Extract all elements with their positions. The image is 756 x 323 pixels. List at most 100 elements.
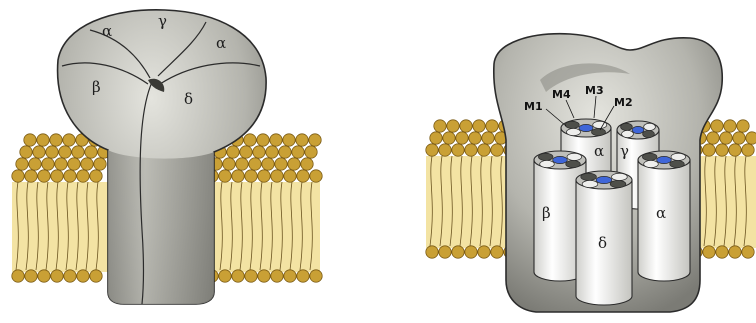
lipid-head (465, 144, 477, 156)
lipid-head (232, 270, 244, 282)
lipid-head (491, 246, 503, 258)
lipid-head (703, 144, 715, 156)
helix-segment (566, 160, 581, 167)
lipid-head (486, 120, 498, 132)
lipid-head (742, 246, 754, 258)
helix-m4-segment (582, 180, 598, 187)
lipid-head (64, 170, 76, 182)
lipid-head (456, 132, 468, 144)
helix-m3-segment (644, 123, 656, 130)
lipid-head (703, 246, 715, 258)
lipid-head (275, 158, 287, 170)
lipid-head (64, 270, 76, 282)
lipid-head (439, 246, 451, 258)
lipid-head (12, 170, 24, 182)
helix-segment (610, 180, 626, 187)
lipid-head (77, 270, 89, 282)
lipid-head (292, 146, 304, 158)
stalk-shade (108, 150, 214, 304)
lipid-head (716, 144, 728, 156)
helix-m4-segment (644, 160, 659, 167)
lipid-head (297, 170, 309, 182)
lipid-head (257, 134, 269, 146)
lipid-head (258, 170, 270, 182)
lipid-head (16, 158, 28, 170)
right-panel: M1 M4 M3 M2 α γ β δ α (426, 34, 756, 312)
helix-m3-segment (671, 153, 686, 160)
membrane-left-b (206, 134, 322, 282)
helix-m2-segment (657, 156, 672, 163)
lipid-head (33, 146, 45, 158)
lipid-head (478, 144, 490, 156)
cyl-label-gamma: γ (620, 142, 629, 160)
lipid-head (223, 158, 235, 170)
lipid-head (430, 132, 442, 144)
helix-segment (670, 160, 685, 167)
helix-m1-segment (581, 173, 597, 180)
cyl-label-alpha-back: α (594, 142, 604, 160)
lipid-head (733, 132, 745, 144)
lipid-head (249, 158, 261, 170)
lipid-head (452, 144, 464, 156)
lipid-head (20, 146, 32, 158)
lipid-head (297, 270, 309, 282)
lipid-head (90, 170, 102, 182)
lipid-head (716, 246, 728, 258)
lipid-head (42, 158, 54, 170)
lipid-head (245, 270, 257, 282)
lipid-head (729, 246, 741, 258)
helix-label-m4: M4 (552, 88, 571, 101)
lipid-head (25, 170, 37, 182)
left-panel: α γ α β δ (12, 10, 322, 304)
label-alpha-2: α (216, 34, 226, 52)
lipid-head (478, 246, 490, 258)
lipid-head (90, 270, 102, 282)
lipid-head (310, 170, 322, 182)
lipid-head (262, 158, 274, 170)
lipid-head (724, 120, 736, 132)
lipid-head (24, 134, 36, 146)
membrane-left-a (12, 134, 110, 282)
lipid-head (729, 144, 741, 156)
label-delta: δ (184, 90, 193, 108)
lipid-head (473, 120, 485, 132)
lipid-head (38, 170, 50, 182)
lipid-head (737, 120, 749, 132)
lipid-head (491, 144, 503, 156)
lipid-tail-region (206, 182, 320, 272)
lipid-head (25, 270, 37, 282)
helix-label-m3: M3 (585, 84, 604, 97)
lipid-head (707, 132, 719, 144)
helix-label-m2: M2 (614, 96, 633, 109)
helix-segment (592, 128, 606, 135)
lipid-head (72, 146, 84, 158)
lipid-head (271, 170, 283, 182)
helix-m1-segment (642, 153, 657, 160)
lipid-head (12, 270, 24, 282)
lipid-head (94, 158, 106, 170)
lipid-head (50, 134, 62, 146)
lipid-head (296, 134, 308, 146)
lipid-head (77, 170, 89, 182)
lipid-head (59, 146, 71, 158)
lipid-head (284, 170, 296, 182)
lipid-head (46, 146, 58, 158)
lipid-head (426, 246, 438, 258)
helix-m4-segment (567, 128, 581, 135)
lipid-head (742, 144, 754, 156)
lipid-head (310, 270, 322, 282)
lipid-head (271, 270, 283, 282)
lipid-head (305, 146, 317, 158)
lipid-head (37, 134, 49, 146)
lipid-head (460, 120, 472, 132)
helix-m4-segment (622, 130, 634, 137)
lipid-head (38, 270, 50, 282)
helix-segment (643, 130, 655, 137)
lipid-head (439, 144, 451, 156)
lipid-head (434, 120, 446, 132)
cyl-label-beta: β (542, 204, 551, 222)
lipid-head (426, 144, 438, 156)
helix-m1-segment (621, 123, 633, 130)
lipid-head (279, 146, 291, 158)
lipid-head (288, 158, 300, 170)
